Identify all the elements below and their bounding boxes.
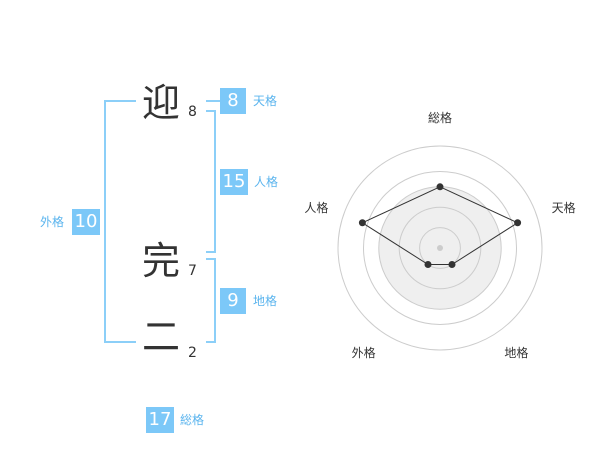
radar-axis-label: 地格 — [504, 345, 528, 360]
radar-axis-label: 総格 — [428, 110, 452, 125]
radar-point-1 — [436, 183, 444, 191]
tenkaku-value: 8 — [220, 88, 246, 114]
radar-axis-label: 天格 — [552, 200, 576, 215]
name-char-1: 迎 — [142, 81, 181, 125]
radar-ring-core — [419, 227, 461, 269]
chikaku-value: 9 — [220, 288, 246, 314]
radar-point-4 — [424, 261, 432, 269]
jinkaku-bracket — [206, 110, 216, 253]
stroke-count-2: 7 — [188, 263, 197, 279]
jinkaku-value: 15 — [220, 169, 248, 195]
radar-axis-label: 人格 — [304, 200, 328, 215]
tenkaku-label: 天格 — [253, 94, 278, 108]
tenkaku-connector — [206, 100, 220, 102]
radar-axis-label: 外格 — [352, 345, 376, 360]
radar-point-5 — [358, 219, 366, 227]
name-char-2: 完 — [142, 239, 181, 283]
soukaku-label: 総格 — [180, 413, 205, 427]
radar-point-2 — [514, 219, 522, 227]
gaikaku-label: 外格 — [40, 215, 65, 229]
gaikaku-bracket — [104, 100, 136, 343]
gaikaku-value: 10 — [72, 209, 100, 235]
stroke-count-1: 8 — [188, 104, 197, 120]
stroke-count-3: 2 — [188, 345, 197, 361]
radar-ring-inner — [398, 206, 482, 290]
radar-center-dot — [437, 245, 443, 251]
chikaku-label: 地格 — [253, 294, 278, 308]
chikaku-bracket — [206, 258, 216, 343]
radar-point-3 — [448, 261, 456, 269]
name-char-3: 二 — [142, 315, 181, 359]
jinkaku-label: 人格 — [254, 175, 279, 189]
soukaku-value: 17 — [146, 407, 174, 433]
radar-ring-3 — [363, 171, 517, 325]
radar-series-line — [361, 186, 519, 266]
